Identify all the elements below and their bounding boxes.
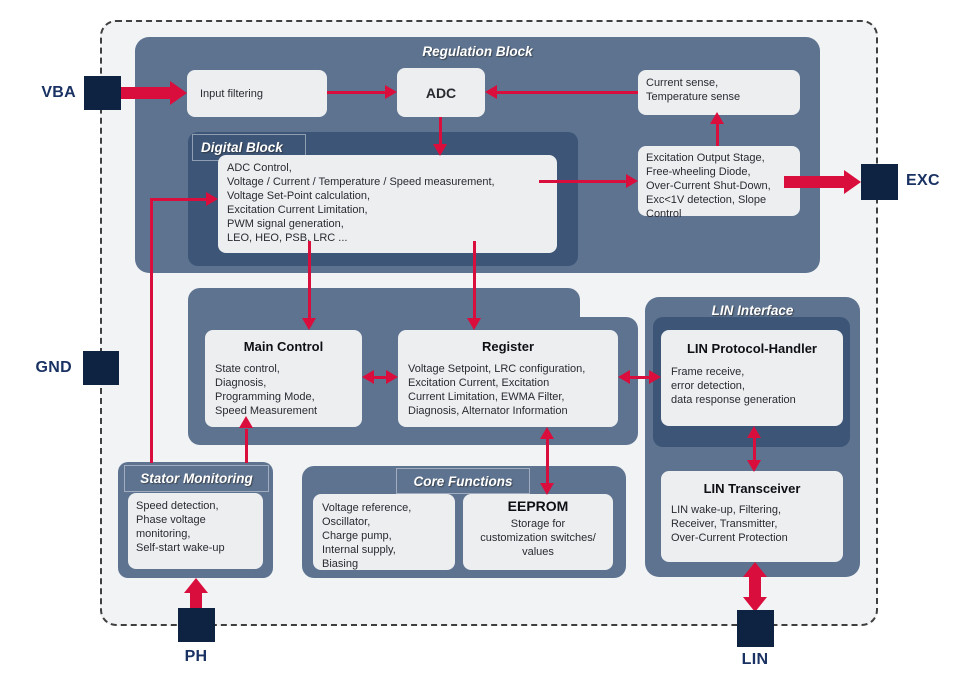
arrow-input-to-adc (327, 91, 387, 94)
lin-protocol-handler-body: Frame receive, error detection, data res… (671, 366, 796, 406)
arrowhead-stator-to-digital (206, 192, 218, 206)
arrow-lin-head-down (743, 597, 767, 612)
lin-transceiver-box: LIN Transceiver LIN wake-up, Filtering, … (661, 471, 843, 562)
arrow-exc-head (844, 170, 861, 194)
arrow-digital-to-main (308, 241, 311, 319)
arrowhead-digital-to-excitation (626, 174, 638, 188)
stator-monitoring-box: Speed detection, Phase voltage monitorin… (128, 493, 263, 569)
arrow-ph-head (184, 578, 208, 593)
arrowhead-adc-to-digital (433, 144, 447, 156)
regulation-block-title: Regulation Block (422, 44, 533, 59)
arrowhead-stator-to-main (239, 416, 253, 428)
arrowhead-sense-to-adc (485, 85, 497, 99)
arrow-digital-to-excitation (539, 180, 627, 183)
lin-transceiver-title: LIN Transceiver (703, 481, 801, 496)
arrowhead-register-eeprom-up (540, 427, 554, 439)
arrow-lin-shaft (749, 575, 761, 599)
arrow-stator-to-main (245, 429, 248, 463)
stator-monitoring-header: Stator Monitoring (124, 465, 269, 492)
core-functions-title: Core Functions (413, 473, 513, 489)
main-control-box: Main Control State control, Diagnosis, P… (205, 330, 362, 427)
arrow-main-register (371, 376, 389, 379)
ph-pin-label: PH (184, 648, 208, 665)
arrow-lin-head-up (743, 562, 767, 577)
arrow-register-eeprom (546, 437, 549, 485)
gnd-pin-label: GND (35, 359, 72, 376)
arrow-adc-to-digital (439, 117, 442, 146)
lin-pin (737, 610, 774, 647)
arrow-vba-shaft (120, 87, 172, 99)
main-control-title: Main Control (243, 339, 324, 354)
main-control-body: State control, Diagnosis, Programming Mo… (215, 363, 318, 417)
arrow-protocol-transceiver (753, 436, 756, 462)
current-sense-box: Current sense, Temperature sense (638, 70, 800, 115)
lin-protocol-handler-title: LIN Protocol-Handler (686, 341, 817, 356)
lin-pin-label: LIN (741, 651, 769, 668)
eeprom-body: Storage for customization switches/ valu… (480, 518, 596, 558)
core-analog-box: Voltage reference, Oscillator, Charge pu… (313, 494, 455, 570)
arrowhead-register-eeprom-down (540, 483, 554, 495)
arrow-ph-shaft (190, 591, 202, 609)
arrow-excitation-to-sense (716, 124, 719, 146)
arrowhead-input-to-adc (385, 85, 397, 99)
arrowhead-main-register-right (386, 370, 398, 384)
excitation-output-box: Excitation Output Stage, Free-wheeling D… (638, 146, 800, 220)
register-title: Register (481, 339, 535, 354)
arrowhead-register-protocol-left (618, 370, 630, 384)
arrowhead-protocol-transceiver-up (747, 426, 761, 438)
arrowhead-register-protocol-right (649, 370, 661, 384)
gnd-pin (83, 351, 119, 385)
exc-pin-label: EXC (906, 172, 940, 189)
arrow-sense-to-adc (496, 91, 638, 94)
arrowhead-digital-to-register (467, 318, 481, 330)
input-filtering-box: Input filtering (187, 70, 327, 117)
register-body: Voltage Setpoint, LRC configuration, Exc… (408, 363, 586, 417)
arrowhead-protocol-transceiver-down (747, 460, 761, 472)
adc-box: ADC (397, 68, 485, 117)
digital-block-title: Digital Block (201, 140, 283, 155)
arrow-exc-shaft (784, 176, 845, 188)
arrowhead-digital-to-main (302, 318, 316, 330)
arrow-digital-to-register (473, 241, 476, 319)
arrowhead-main-register-left (362, 370, 374, 384)
vba-pin (84, 76, 121, 110)
ph-pin (178, 608, 215, 642)
eeprom-title: EEPROM (507, 498, 569, 514)
lin-protocol-handler-box: LIN Protocol-Handler Frame receive, erro… (661, 330, 843, 426)
arrow-register-protocol (628, 376, 651, 379)
arrow-vba-head (170, 81, 187, 105)
eeprom-box: EEPROM Storage for customization switche… (463, 494, 613, 570)
lin-interface-title: LIN Interface (711, 303, 794, 318)
arrow-stator-to-digital-horizontal (150, 198, 207, 201)
arrowhead-excitation-to-sense (710, 112, 724, 124)
stator-monitoring-title: Stator Monitoring (140, 471, 253, 486)
digital-functions-box: ADC Control, Voltage / Current / Tempera… (218, 155, 557, 253)
lin-transceiver-body: LIN wake-up, Filtering, Receiver, Transm… (671, 504, 788, 544)
core-functions-header: Core Functions (396, 468, 530, 494)
arrow-stator-to-digital-vertical (150, 198, 153, 463)
exc-pin (861, 164, 898, 200)
vba-pin-label: VBA (41, 84, 76, 101)
register-box: Register Voltage Setpoint, LRC configura… (398, 330, 618, 427)
